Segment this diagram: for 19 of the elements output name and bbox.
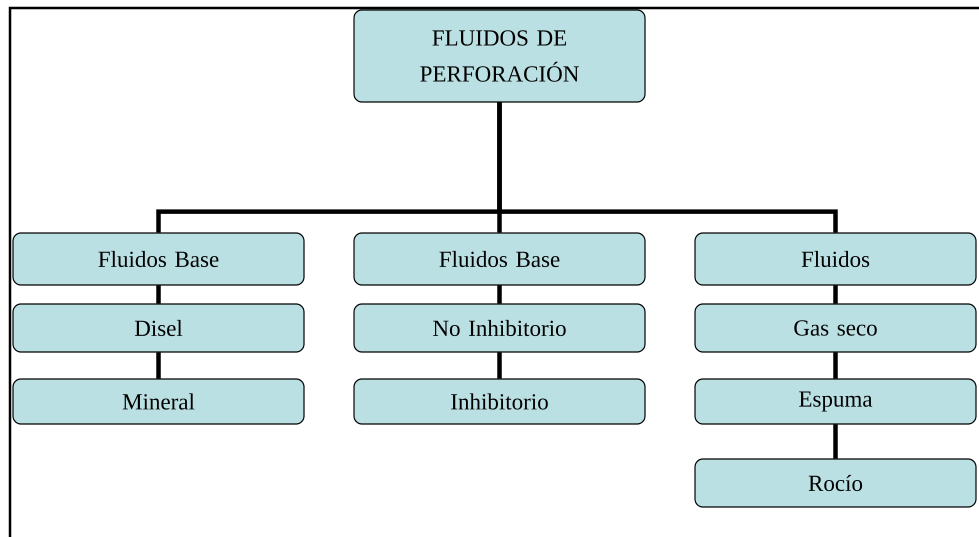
process-box: Rocío [694,458,977,508]
process-box: Inhibitorio [353,378,646,425]
process-box: Fluidos Base [12,232,305,286]
process-box: FLUIDOS DE PERFORACIÓN [353,9,646,103]
process-box: Fluidos [694,232,977,286]
connector-line [156,352,161,378]
process-box: Fluidos Base [353,232,646,286]
process-box: Mineral [12,378,305,425]
connector-line [497,286,502,304]
process-box: No Inhibitorio [353,303,646,353]
connector-line [497,352,502,378]
connector-line [497,102,838,232]
connector-line [833,352,838,378]
connector-line [833,424,838,458]
process-box: Espuma [694,378,977,425]
process-box: Disel [12,303,305,353]
connector-line [156,286,161,304]
connector-line [833,286,838,304]
process-box: Gas seco [694,303,977,353]
